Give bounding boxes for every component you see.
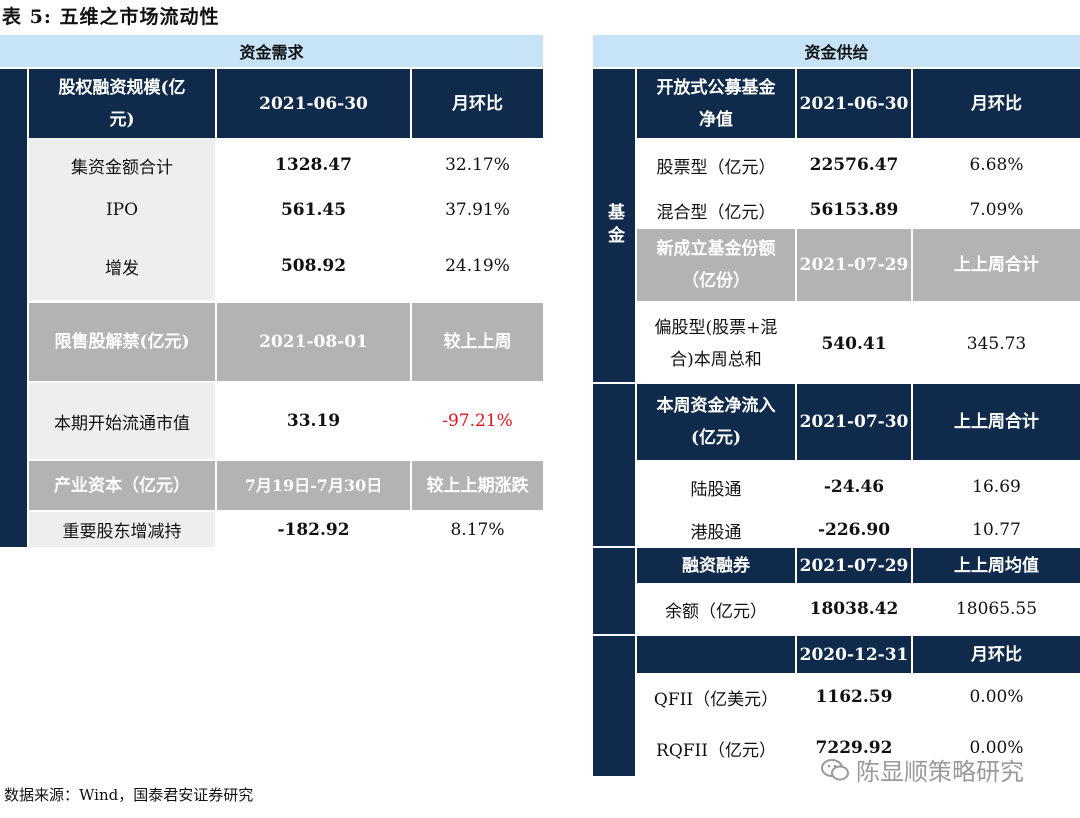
fund-row-value: 22576.47 xyxy=(809,155,899,175)
industry-header-label: 产业资本（亿元） xyxy=(29,461,215,510)
watermark-text: 陈显顺策略研究 xyxy=(856,758,1024,786)
newfund-header-label: 新成立基金份额（亿份） xyxy=(637,229,795,301)
qfii-row-name: RQFII（亿元） xyxy=(656,740,776,761)
flow-row-value: -24.46 xyxy=(823,477,885,497)
unlock-header-change: 较上上周 xyxy=(412,303,543,381)
flow-row-value: -226.90 xyxy=(817,520,891,540)
qfii-row-change: 0.00% xyxy=(969,687,1024,707)
supply-header: 资金供给 xyxy=(593,35,1080,67)
flow-row-change: 10.77 xyxy=(972,520,1021,540)
qfii-row-value: 7229.92 xyxy=(815,738,893,758)
unlock-label-bg xyxy=(29,383,215,459)
unlock-header-label: 限售股解禁(亿元) xyxy=(29,303,215,381)
flow-row-change: 16.69 xyxy=(972,477,1021,497)
industry-row-change: 8.17% xyxy=(450,519,505,540)
fund-header-change: 月环比 xyxy=(913,69,1080,138)
fund-header-label: 开放式公募基金净值 xyxy=(637,69,795,138)
fund-side-text: 基金 xyxy=(604,202,624,249)
equity-row-name: 增发 xyxy=(105,258,139,279)
flow-header-label: 本周资金净流入(亿元) xyxy=(637,384,795,460)
qfii-header-change: 月环比 xyxy=(913,636,1080,673)
flow-header-change: 上上周合计 xyxy=(913,384,1080,460)
equity-header-date: 2021-06-30 xyxy=(217,69,410,138)
fund-row-name: 混合型（亿元） xyxy=(656,202,776,223)
equity-row-change: 32.17% xyxy=(445,155,510,175)
equity-row-name: 集资金额合计 xyxy=(71,157,173,178)
newfund-row-value: 540.41 xyxy=(821,334,887,354)
equity-row-value: 508.92 xyxy=(280,256,347,276)
margin-header-date: 2021-07-29 xyxy=(797,548,911,583)
flow-row-name: 陆股通 xyxy=(690,479,742,500)
newfund-row-change: 345.73 xyxy=(966,334,1027,354)
equity-label-bg xyxy=(29,138,215,300)
industry-header-date: 7月19日-7月30日 xyxy=(217,461,410,510)
wechat-icon xyxy=(821,758,849,780)
margin-header-change: 上上周均值 xyxy=(913,548,1080,583)
margin-row-change: 18065.55 xyxy=(955,599,1038,619)
equity-header-change: 月环比 xyxy=(412,69,543,138)
qfii-header-date: 2020-12-31 xyxy=(797,636,911,673)
margin-side-bar xyxy=(593,548,635,634)
flow-row-name: 港股通 xyxy=(690,522,742,543)
fund-header-date: 2021-06-30 xyxy=(797,69,911,138)
newfund-header-date: 2021-07-29 xyxy=(797,229,911,301)
fund-row-change: 7.09% xyxy=(969,200,1024,220)
table-title: 表 5: 五维之市场流动性 xyxy=(2,6,220,28)
equity-row-value: 1328.47 xyxy=(275,155,352,175)
fund-side-label: 基金 xyxy=(593,69,635,382)
equity-row-change: 24.19% xyxy=(445,256,510,276)
equity-row-change: 37.91% xyxy=(445,200,510,220)
qfii-side-bar xyxy=(593,636,635,776)
fund-row-name: 股票型（亿元） xyxy=(656,157,776,178)
flow-side-bar xyxy=(593,384,635,546)
unlock-row-name: 本期开始流通市值 xyxy=(54,413,190,434)
margin-header-label: 融资融券 xyxy=(637,548,795,583)
industry-row-value: -182.92 xyxy=(277,519,350,540)
margin-row-value: 18038.42 xyxy=(809,599,899,619)
industry-row-name: 重要股东增减持 xyxy=(62,522,182,542)
industry-label-bg xyxy=(29,512,215,547)
fund-row-change: 6.68% xyxy=(969,155,1024,175)
source-note: 数据来源：Wind，国泰君安证券研究 xyxy=(4,786,254,804)
flow-header-date: 2021-07-30 xyxy=(797,384,911,460)
equity-row-value: 561.45 xyxy=(280,200,347,220)
industry-header-change: 较上上期涨跌 xyxy=(412,461,543,510)
newfund-row-name: 偏股型(股票+混合)本周总和 xyxy=(654,318,778,370)
margin-row-name: 余额（亿元） xyxy=(665,601,767,622)
newfund-header-change: 上上周合计 xyxy=(913,229,1080,301)
qfii-row-value: 1162.59 xyxy=(815,687,893,707)
demand-header: 资金需求 xyxy=(0,35,543,67)
equity-header-label: 股权融资规模(亿元) xyxy=(29,69,215,138)
qfii-header-label xyxy=(637,636,795,673)
watermark: 陈显顺策略研究 xyxy=(820,752,1024,787)
fund-row-value: 56153.89 xyxy=(809,200,899,220)
qfii-row-change: 0.00% xyxy=(969,738,1024,758)
unlock-row-change: -97.21% xyxy=(442,411,513,431)
unlock-header-date: 2021-08-01 xyxy=(217,303,410,381)
unlock-row-value: 33.19 xyxy=(286,411,341,431)
qfii-row-name: QFII（亿美元） xyxy=(653,689,779,710)
equity-row-name: IPO xyxy=(105,200,139,220)
demand-side-bar xyxy=(0,69,27,547)
